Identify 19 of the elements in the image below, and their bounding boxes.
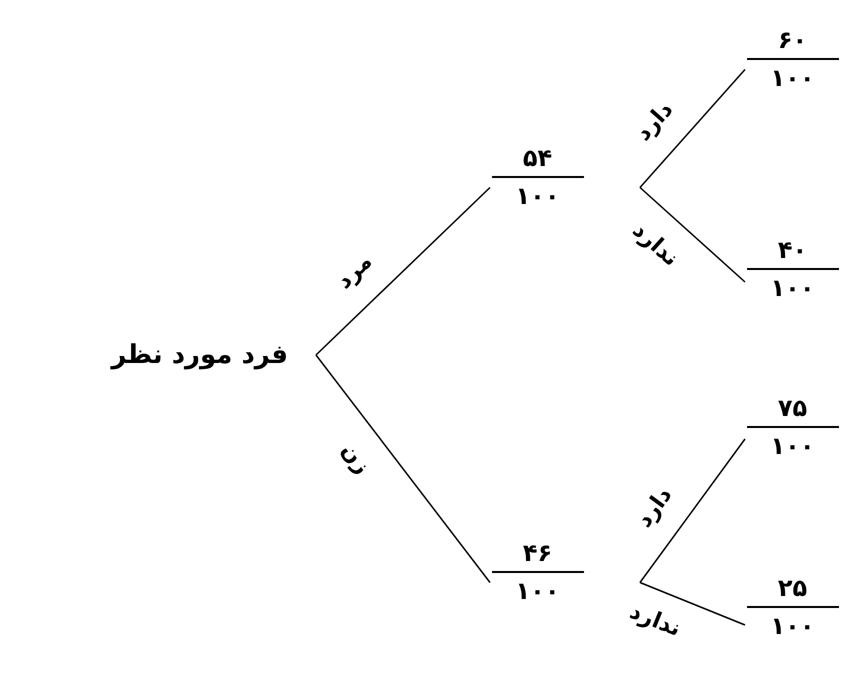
numerator: ۲۵ [778, 576, 808, 600]
numerator: ۵۴ [522, 146, 552, 170]
branch-line [639, 438, 746, 583]
branch-line [315, 186, 491, 356]
denominator: ۱۰۰ [770, 276, 814, 300]
numerator: ۴۶ [522, 541, 552, 565]
root-label: فرد مورد نظر [111, 338, 288, 372]
branch-line [315, 354, 491, 583]
denominator: ۱۰۰ [770, 66, 814, 90]
denominator: ۱۰۰ [516, 184, 560, 208]
branch-line [640, 186, 746, 283]
numerator: ۷۵ [778, 396, 808, 420]
numerator: ۶۰ [778, 28, 808, 52]
denominator: ۱۰۰ [770, 434, 814, 458]
branch-line [640, 582, 746, 626]
denominator: ۱۰۰ [516, 579, 560, 603]
denominator: ۱۰۰ [770, 614, 814, 638]
numerator: ۴۰ [778, 238, 808, 262]
branch-line [639, 69, 746, 188]
